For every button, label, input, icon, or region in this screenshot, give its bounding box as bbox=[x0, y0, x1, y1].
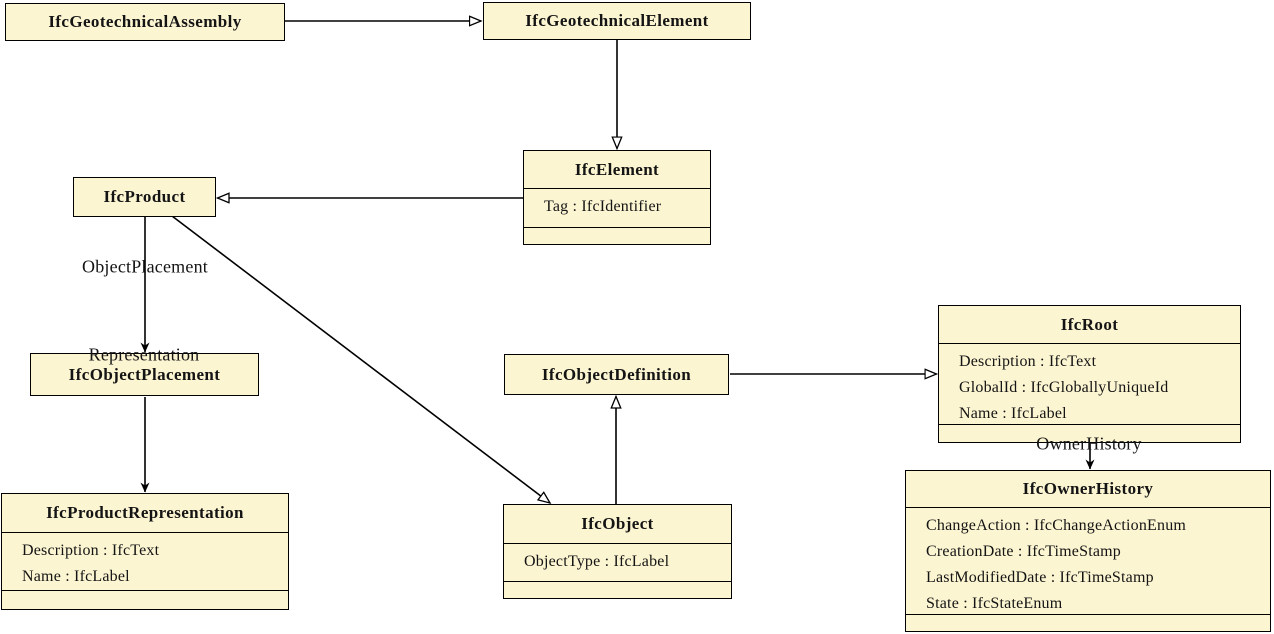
edge-label-representation: Representation bbox=[88, 344, 200, 365]
class-name: IfcObjectPlacement bbox=[68, 364, 221, 384]
class-attribute: State : IfcStateEnum bbox=[926, 595, 1063, 612]
class-box-ifcobject: IfcObject ObjectType : IfcLabel bbox=[503, 504, 732, 599]
class-name: IfcElement bbox=[574, 159, 660, 179]
class-name: IfcProductRepresentation bbox=[46, 503, 244, 522]
class-name: IfcObjectDefinition bbox=[541, 364, 692, 384]
class-empty-compartment bbox=[939, 424, 1240, 444]
class-box-ifcroot: IfcRoot Description : IfcText GlobalId :… bbox=[938, 305, 1241, 443]
class-box-ifcgeotechnicalelement: IfcGeotechnicalElement bbox=[483, 2, 751, 40]
class-attribute: ChangeAction : IfcChangeActionEnum bbox=[926, 517, 1187, 534]
class-empty-compartment bbox=[2, 590, 288, 611]
class-attribute: ObjectType : IfcLabel bbox=[524, 553, 670, 570]
class-name: IfcOwnerHistory bbox=[1022, 479, 1154, 498]
class-empty-compartment bbox=[504, 581, 731, 600]
class-box-ifcproductrepresentation: IfcProductRepresentation Description : I… bbox=[1, 493, 289, 610]
class-name: IfcProduct bbox=[103, 187, 186, 206]
class-name: IfcRoot bbox=[1060, 314, 1119, 334]
edge-label-ownerhistory: OwnerHistory bbox=[1036, 433, 1142, 454]
class-box-ifcobjectdefinition: IfcObjectDefinition bbox=[504, 354, 729, 395]
class-box-ifcownerhistory: IfcOwnerHistory ChangeAction : IfcChange… bbox=[905, 470, 1271, 632]
class-attribute: CreationDate : IfcTimeStamp bbox=[926, 543, 1121, 560]
class-attribute: LastModifiedDate : IfcTimeStamp bbox=[926, 569, 1154, 586]
class-name: IfcGeotechnicalAssembly bbox=[48, 12, 242, 31]
class-empty-compartment bbox=[906, 614, 1270, 633]
class-attribute: Name : IfcLabel bbox=[959, 405, 1067, 422]
class-attribute: Description : IfcText bbox=[22, 542, 160, 559]
class-box-ifcproduct: IfcProduct bbox=[73, 177, 216, 217]
class-box-ifcelement: IfcElement Tag : IfcIdentifier bbox=[523, 150, 711, 245]
class-box-ifcgeotechnicalassembly: IfcGeotechnicalAssembly bbox=[5, 3, 285, 41]
class-name: IfcObject bbox=[581, 514, 654, 533]
edge-ifcproduct-to-ifcobject bbox=[171, 215, 550, 503]
class-attribute: Description : IfcText bbox=[959, 353, 1097, 370]
class-name: IfcGeotechnicalElement bbox=[525, 11, 709, 30]
class-box-ifcobjectplacement: IfcObjectPlacement bbox=[30, 353, 259, 396]
edge-label-objectplacement: ObjectPlacement bbox=[82, 256, 208, 277]
class-empty-compartment bbox=[524, 227, 710, 246]
class-attribute: GlobalId : IfcGloballyUniqueId bbox=[959, 379, 1169, 396]
class-attribute: Name : IfcLabel bbox=[22, 568, 130, 585]
class-attribute: Tag : IfcIdentifier bbox=[544, 198, 662, 215]
